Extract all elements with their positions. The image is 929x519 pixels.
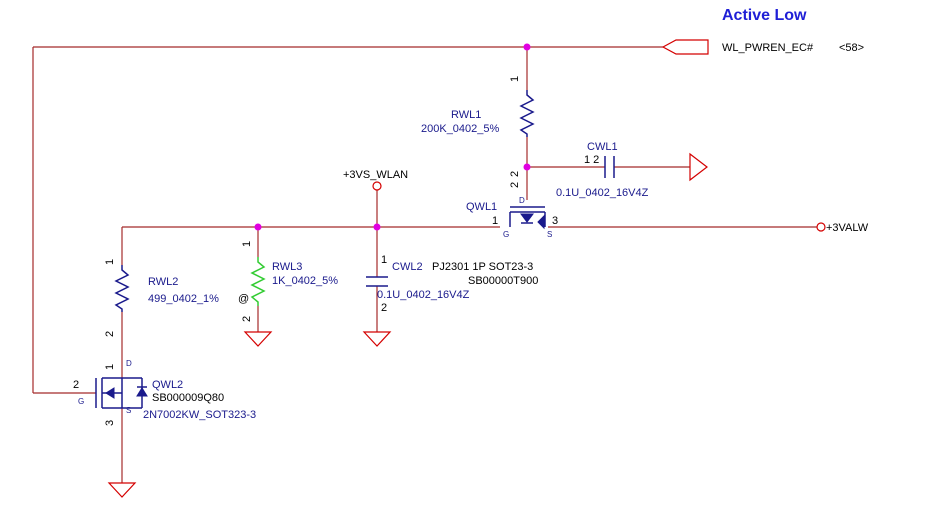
svg-text:CWL2: CWL2 bbox=[392, 261, 423, 273]
svg-text:D: D bbox=[126, 359, 132, 368]
svg-text:SB000009Q80: SB000009Q80 bbox=[152, 392, 224, 404]
svg-text:1: 1 bbox=[241, 241, 253, 247]
svg-text:1: 1 bbox=[104, 259, 116, 265]
mosfet-qwl1: QWL1 1 2 3 G D S PJ2301 1P SOT23-3 SB000… bbox=[432, 182, 558, 287]
active-low-title: Active Low bbox=[722, 7, 807, 24]
junctions bbox=[254, 43, 531, 231]
svg-text:S: S bbox=[126, 406, 131, 415]
svg-text:2: 2 bbox=[104, 331, 116, 337]
svg-text:0.1U_0402_16V4Z: 0.1U_0402_16V4Z bbox=[556, 187, 649, 199]
svg-text:QWL1: QWL1 bbox=[466, 201, 497, 213]
ground-symbol-qwl2 bbox=[107, 482, 137, 498]
svg-text:2: 2 bbox=[73, 379, 79, 391]
svg-text:2: 2 bbox=[509, 171, 521, 177]
svg-text:+3VS_WLAN: +3VS_WLAN bbox=[343, 169, 408, 181]
svg-text:RWL1: RWL1 bbox=[451, 109, 481, 121]
svg-text:+3VALW: +3VALW bbox=[826, 222, 869, 234]
valw-net: +3VALW bbox=[816, 222, 869, 234]
svg-text:1: 1 bbox=[104, 364, 116, 370]
svg-text:0.1U_0402_16V4Z: 0.1U_0402_16V4Z bbox=[377, 289, 470, 301]
ground-symbol-rwl3 bbox=[243, 331, 273, 347]
svg-text:CWL1: CWL1 bbox=[587, 141, 618, 153]
svg-text:QWL2: QWL2 bbox=[152, 379, 183, 391]
wires bbox=[32, 46, 818, 483]
svg-text:1: 1 bbox=[492, 215, 498, 227]
resistor-rwl3: 1 2 RWL3 1K_0402_5% @ bbox=[238, 241, 338, 322]
capacitor-cwl2: 1 2 CWL2 0.1U_0402_16V4Z bbox=[366, 254, 470, 314]
svg-text:3: 3 bbox=[552, 215, 558, 227]
svg-text:SB00000T900: SB00000T900 bbox=[468, 275, 538, 287]
wl-pwren-port: WL_PWREN_EC# <58> bbox=[661, 39, 864, 55]
svg-text:499_0402_1%: 499_0402_1% bbox=[148, 293, 219, 305]
svg-text:2: 2 bbox=[381, 302, 387, 314]
svg-text:2N7002KW_SOT323-3: 2N7002KW_SOT323-3 bbox=[143, 409, 256, 421]
svg-text:PJ2301 1P SOT23-3: PJ2301 1P SOT23-3 bbox=[432, 261, 533, 273]
capacitor-cwl1: CWL1 1 2 0.1U_0402_16V4Z bbox=[556, 141, 649, 199]
resistor-rwl2: 1 2 RWL2 499_0402_1% bbox=[104, 259, 219, 337]
svg-text:WL_PWREN_EC#: WL_PWREN_EC# bbox=[722, 42, 814, 54]
resistor-rwl1: 1 2 RWL1 200K_0402_5% bbox=[421, 76, 535, 177]
svg-text:200K_0402_5%: 200K_0402_5% bbox=[421, 123, 500, 135]
ground-symbol-cwl1 bbox=[689, 152, 708, 182]
svg-text:D: D bbox=[519, 196, 525, 205]
svg-text:RWL3: RWL3 bbox=[272, 261, 302, 273]
svg-text:1K_0402_5%: 1K_0402_5% bbox=[272, 275, 338, 287]
vs-wlan-net: +3VS_WLAN bbox=[343, 169, 408, 191]
svg-text:<58>: <58> bbox=[839, 42, 864, 54]
svg-text:1: 1 bbox=[381, 254, 387, 266]
svg-text:G: G bbox=[78, 397, 84, 406]
svg-text:2: 2 bbox=[509, 182, 521, 188]
svg-text:G: G bbox=[503, 230, 509, 239]
mosfet-qwl2: 2 1 3 G D S QWL2 SB000009Q80 2N7002KW_SO… bbox=[73, 359, 256, 426]
svg-text:RWL2: RWL2 bbox=[148, 276, 178, 288]
svg-text:3: 3 bbox=[104, 420, 116, 426]
svg-text:1: 1 bbox=[509, 76, 521, 82]
svg-text:S: S bbox=[547, 230, 552, 239]
svg-text:1 2: 1 2 bbox=[584, 154, 599, 166]
svg-text:@: @ bbox=[238, 293, 249, 305]
ground-symbol-cwl2 bbox=[362, 331, 392, 347]
svg-text:2: 2 bbox=[241, 316, 253, 322]
